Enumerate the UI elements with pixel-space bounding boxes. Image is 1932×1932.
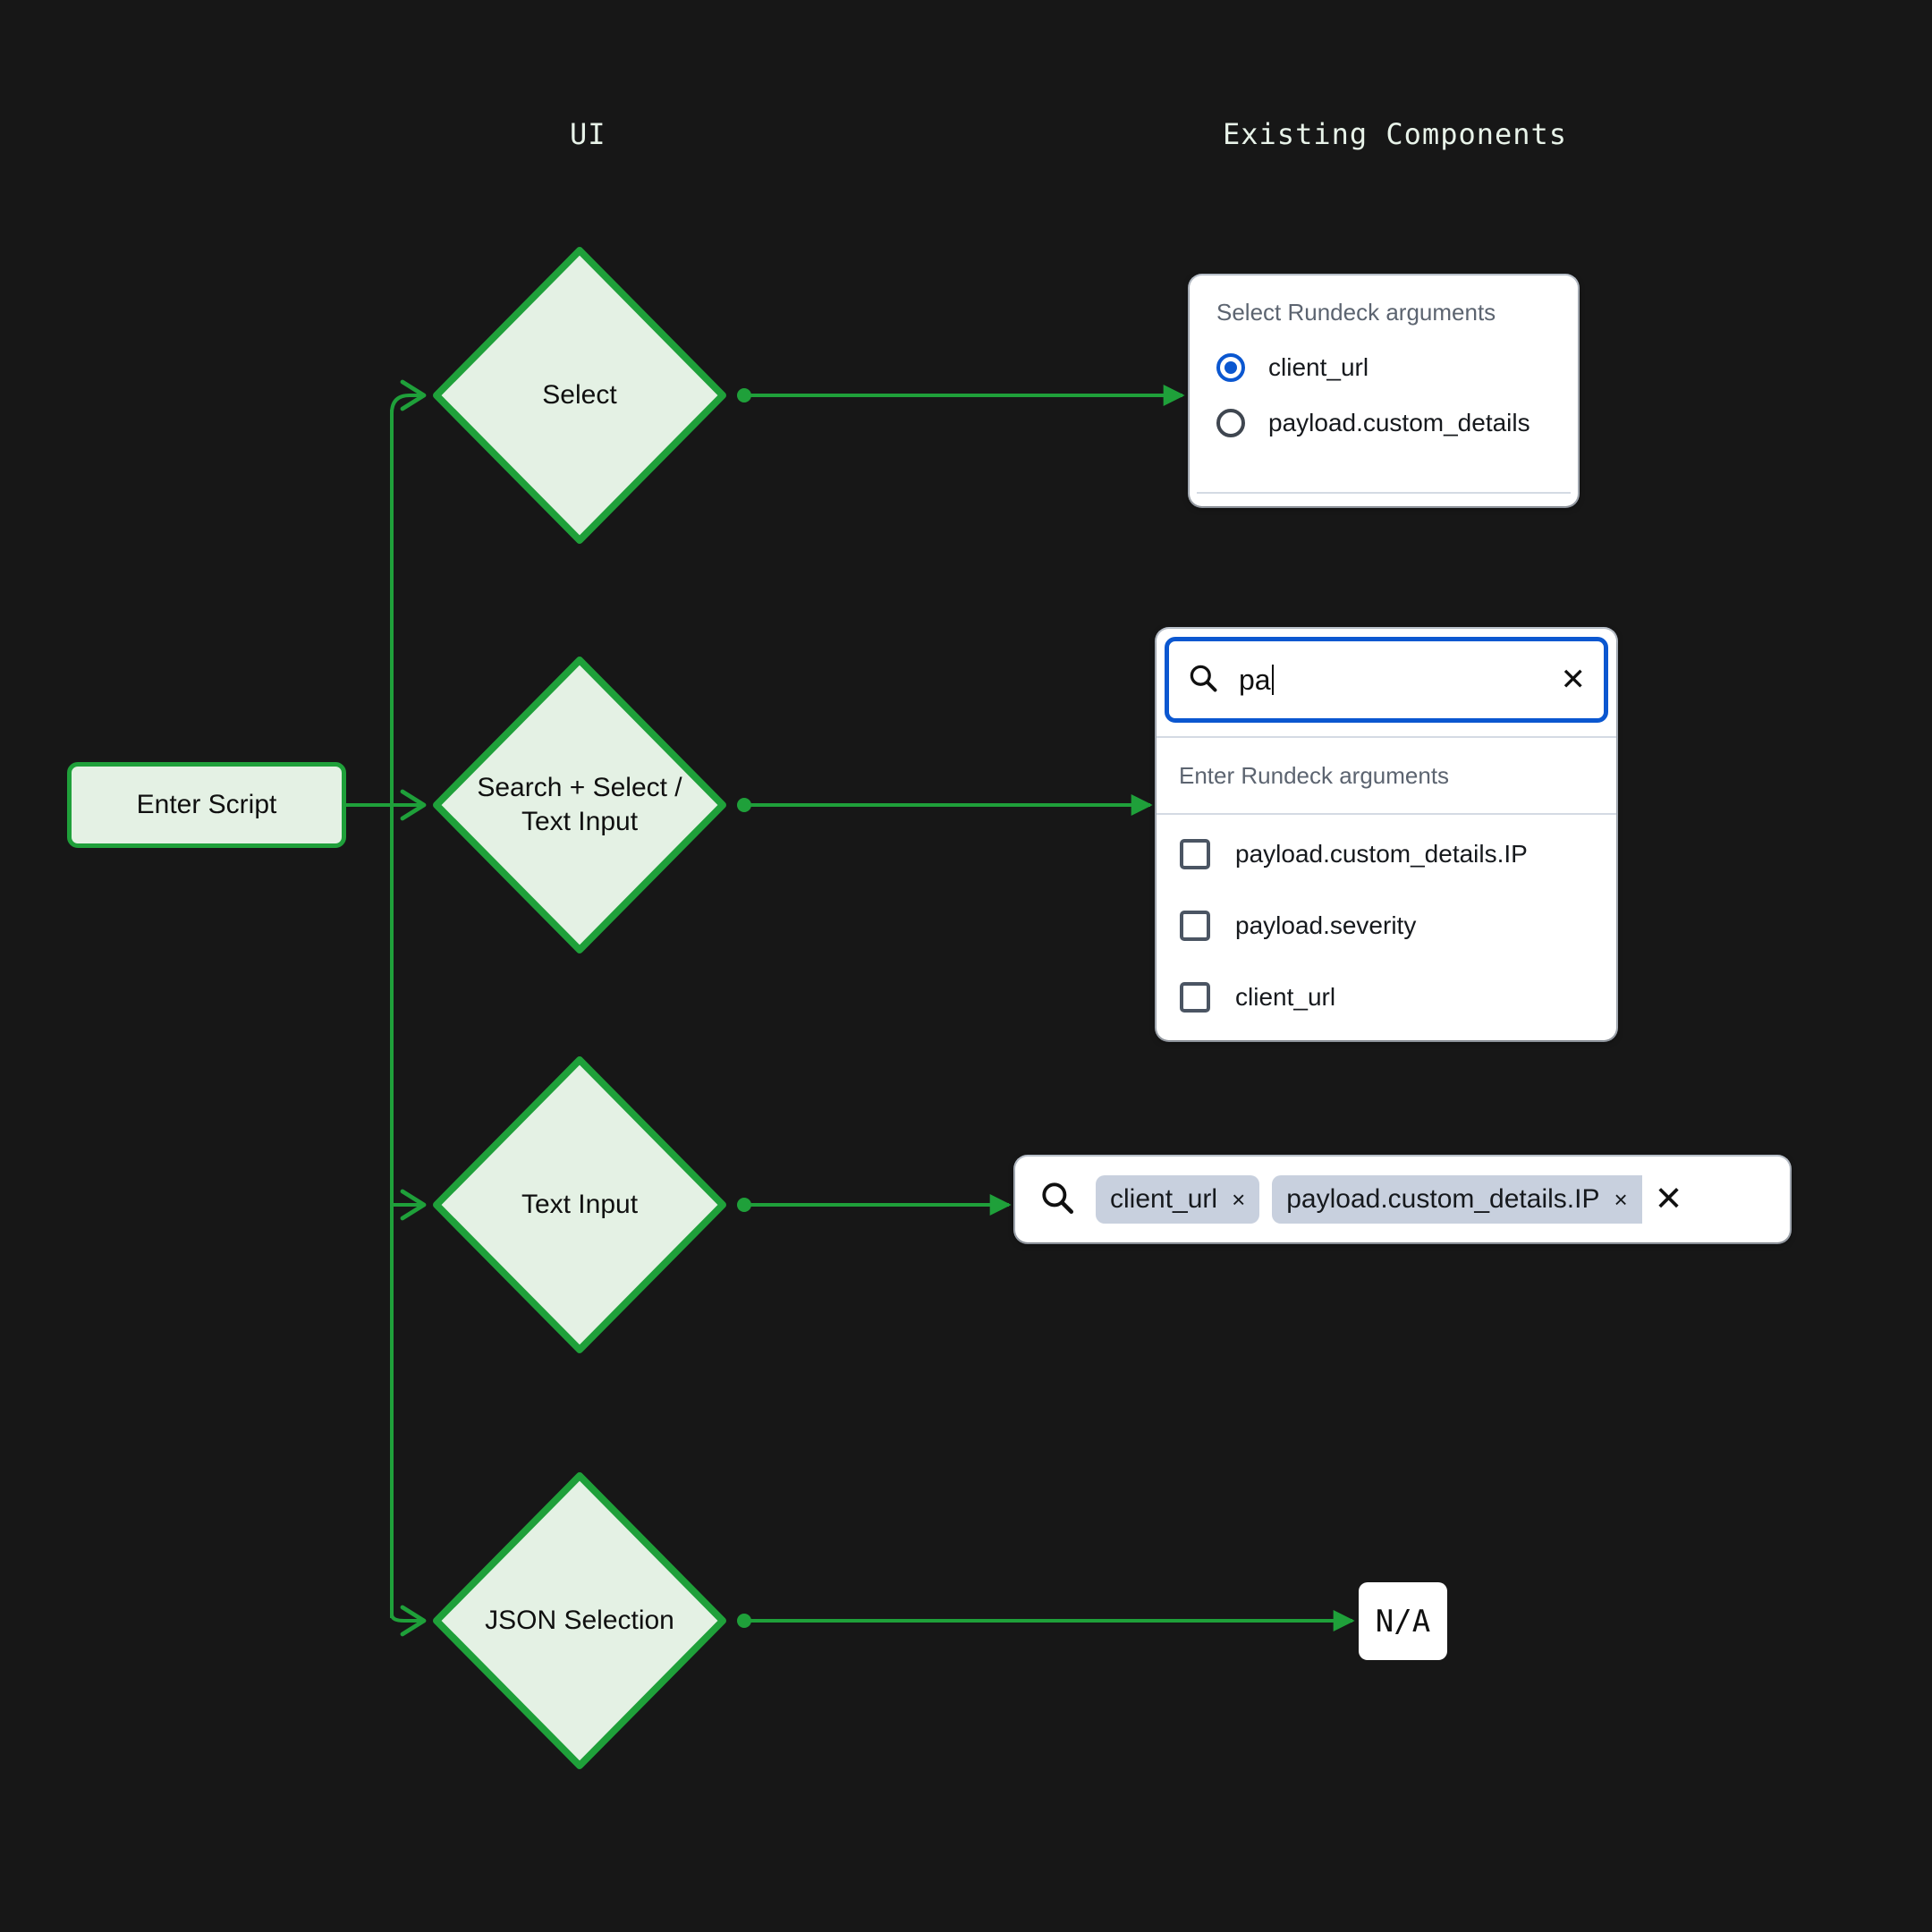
node-json-selection-label: JSON Selection xyxy=(485,1605,674,1635)
radio-button-icon[interactable] xyxy=(1216,409,1245,437)
chip-search-input[interactable]: client_url × payload.custom_details.IP ×… xyxy=(1015,1157,1790,1242)
checkbox-icon[interactable] xyxy=(1180,982,1210,1013)
clear-all-icon[interactable]: ✕ xyxy=(1654,1181,1683,1218)
diamond-shape xyxy=(433,247,726,544)
radio-option-payload-custom-details[interactable]: payload.custom_details xyxy=(1216,409,1551,437)
chip-label: client_url xyxy=(1110,1184,1218,1214)
search-icon xyxy=(1187,662,1219,699)
checkbox-option-label: client_url xyxy=(1235,983,1336,1011)
node-search-select[interactable]: Search + Select / Text Input xyxy=(428,651,732,959)
node-select[interactable]: Select xyxy=(428,242,732,549)
search-input-text: pa xyxy=(1239,663,1271,696)
node-search-select-label: Search + Select / Text Input xyxy=(477,772,682,836)
dropdown-hint-label: Enter Rundeck arguments xyxy=(1179,761,1450,789)
column-header-ui: UI xyxy=(570,117,606,151)
column-header-existing-components: Existing Components xyxy=(1223,117,1568,151)
card-divider xyxy=(1197,492,1571,494)
chip-payload-custom-details-ip[interactable]: payload.custom_details.IP × xyxy=(1272,1175,1642,1224)
na-label: N/A xyxy=(1375,1603,1431,1640)
diamond-shape xyxy=(433,657,726,953)
checkbox-option-label: payload.custom_details.IP xyxy=(1235,840,1528,868)
chip-client-url[interactable]: client_url × xyxy=(1096,1175,1260,1224)
checkbox-option-payload-severity[interactable]: payload.severity xyxy=(1180,899,1640,953)
radio-option-client-url[interactable]: client_url xyxy=(1216,353,1551,382)
chip-remove-icon[interactable]: × xyxy=(1232,1185,1246,1213)
node-enter-script-label: Enter Script xyxy=(136,790,277,819)
chip-label: payload.custom_details.IP xyxy=(1286,1184,1600,1214)
radio-option-label: payload.custom_details xyxy=(1268,409,1530,436)
checkbox-icon[interactable] xyxy=(1180,911,1210,941)
chip-remove-icon[interactable]: × xyxy=(1614,1185,1628,1213)
checkbox-option-client-url[interactable]: client_url xyxy=(1180,970,1640,1024)
text-caret xyxy=(1271,664,1274,695)
na-box: N/A xyxy=(1359,1582,1447,1660)
checkbox-option-payload-custom-details-ip[interactable]: payload.custom_details.IP xyxy=(1180,827,1640,881)
node-text-input[interactable]: Text Input xyxy=(428,1051,732,1359)
node-enter-script[interactable]: Enter Script xyxy=(67,762,346,848)
checkbox-icon[interactable] xyxy=(1180,839,1210,869)
diamond-shape xyxy=(433,1472,726,1769)
checkbox-option-label: payload.severity xyxy=(1235,911,1417,939)
node-text-input-label: Text Input xyxy=(521,1189,639,1219)
search-dropdown-panel: pa ✕ Enter Rundeck arguments payload.cus… xyxy=(1157,629,1616,1040)
dropdown-hint-row: Enter Rundeck arguments xyxy=(1157,736,1616,815)
node-json-selection[interactable]: JSON Selection xyxy=(428,1467,732,1775)
search-input-field[interactable]: pa ✕ xyxy=(1165,637,1608,723)
diamond-shape xyxy=(433,1056,726,1353)
node-select-label: Select xyxy=(542,379,617,410)
search-input-value[interactable]: pa xyxy=(1239,664,1561,697)
radio-group-title: Select Rundeck arguments xyxy=(1216,299,1496,326)
clear-search-icon[interactable]: ✕ xyxy=(1560,663,1587,697)
radio-group-card: Select Rundeck arguments client_url payl… xyxy=(1190,275,1578,506)
checkbox-option-list: payload.custom_details.IP payload.severi… xyxy=(1157,827,1640,1042)
radio-option-label: client_url xyxy=(1268,353,1369,381)
search-icon xyxy=(1038,1179,1076,1221)
radio-button-icon[interactable] xyxy=(1216,353,1245,382)
